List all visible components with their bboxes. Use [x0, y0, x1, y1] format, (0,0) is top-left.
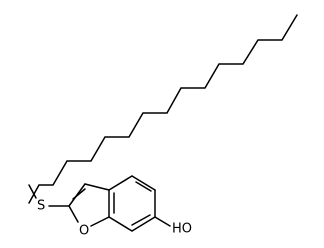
hydroxyl-bond: [154, 216, 171, 227]
sulfur-label: S: [37, 199, 45, 214]
ring-oxygen-label: O: [79, 224, 89, 239]
benzene-ring: [108, 175, 156, 232]
alkyl-chain: [28, 14, 298, 204]
furan-ring: [68, 183, 110, 227]
chain-sulfur-bond: [28, 184, 37, 199]
hydroxyl-label: HO: [172, 222, 192, 237]
